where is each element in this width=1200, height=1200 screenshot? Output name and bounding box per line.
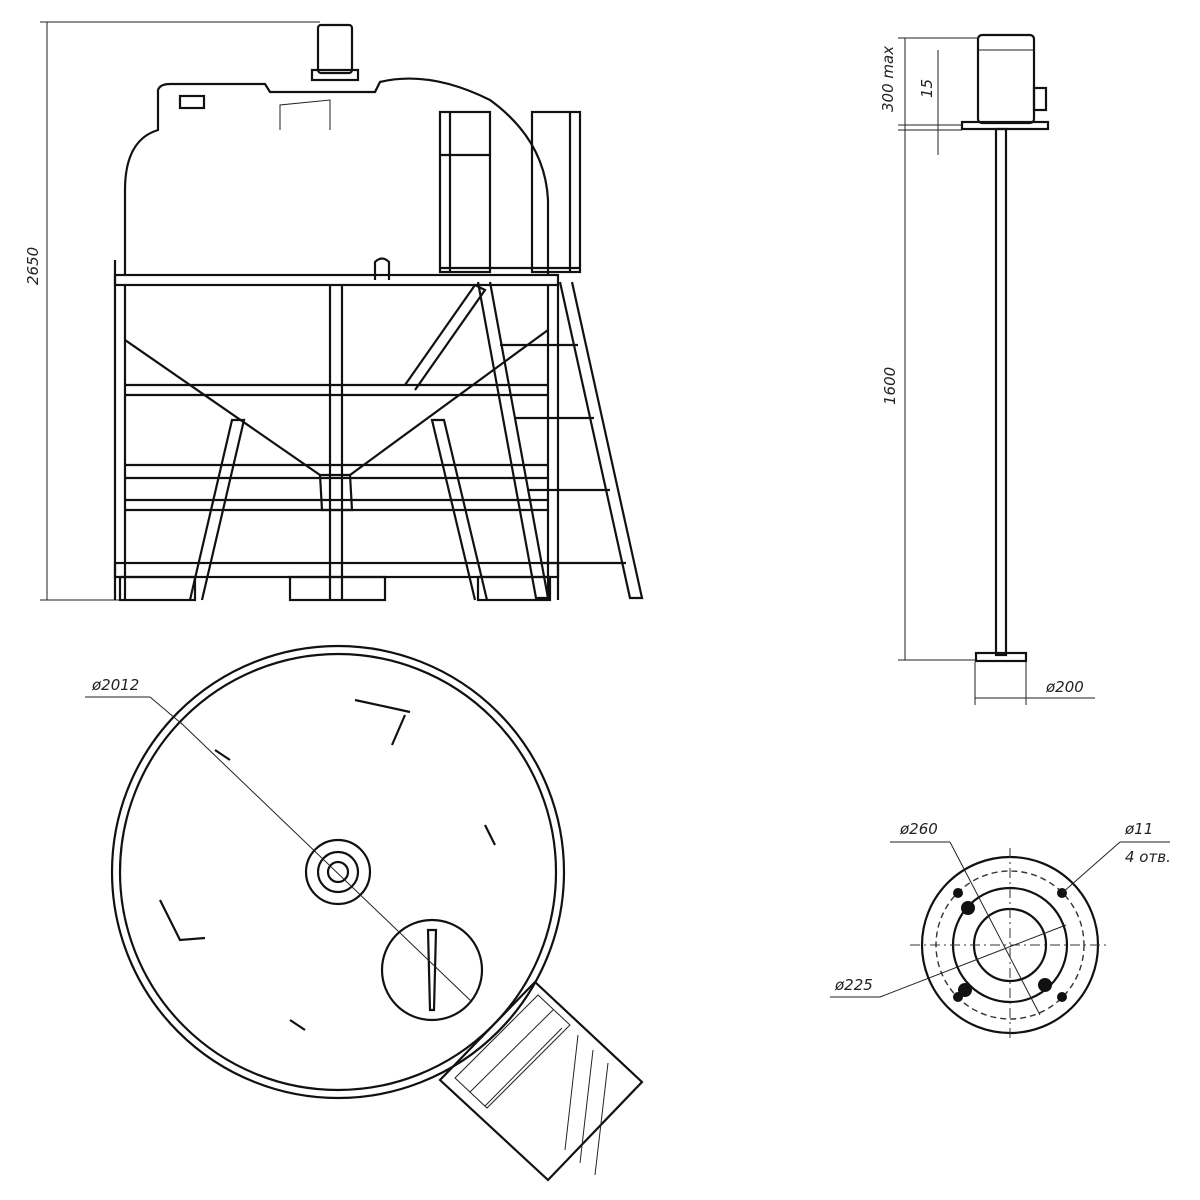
agitator-dimensions: 300 max 15 1600 ø200 [879, 37, 1095, 705]
top-ladder [438, 980, 644, 1182]
height-dim-label: 2650 [24, 247, 42, 285]
top-view: ø2012 [85, 644, 644, 1182]
flange-dim-label: 15 [918, 79, 936, 98]
height-dimension: 2650 [24, 21, 320, 601]
agitator-view: 300 max 15 1600 ø200 [879, 33, 1095, 705]
ladder [476, 281, 644, 600]
tank-dia-dim-label: ø2012 [91, 676, 139, 694]
shaft-length-dim-label: 1600 [881, 367, 899, 405]
outer-dia-dim-label: ø260 [899, 820, 938, 838]
platform [438, 110, 582, 274]
motor-gap-dim-label: 300 max [879, 46, 897, 112]
tank-body [123, 23, 550, 280]
impeller-dia-dim-label: ø200 [1045, 678, 1084, 696]
hole-dia-dim-label: ø11 [1124, 820, 1153, 838]
front-view: 2650 [24, 21, 644, 602]
flange-view: ø260 ø11 4 отв. ø225 [830, 820, 1171, 1042]
bolt-circle-dim-label: ø225 [834, 976, 873, 994]
support-frame [113, 260, 560, 602]
hole-count-label: 4 отв. [1125, 848, 1171, 866]
